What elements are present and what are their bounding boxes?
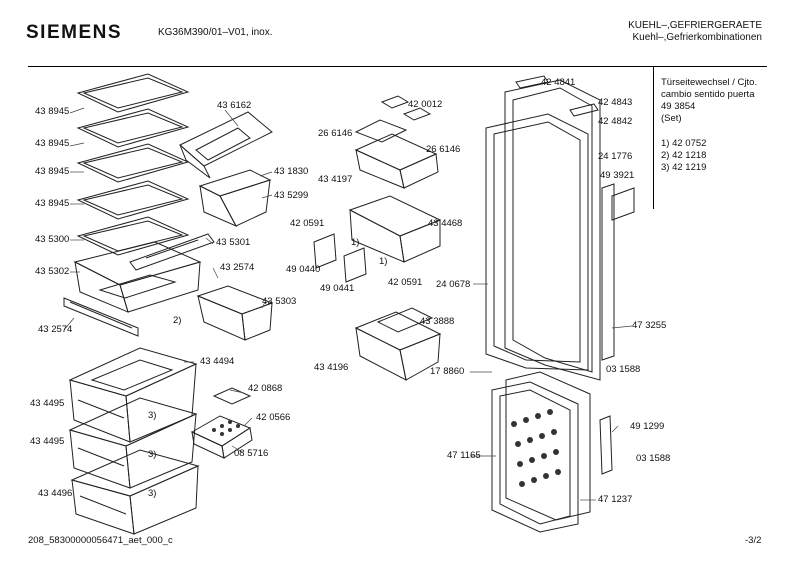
part-label: 43 8945 <box>35 166 70 177</box>
part-label: 43 2574 <box>220 262 255 273</box>
callout: 1) <box>379 256 388 267</box>
part-label: 42 0591 <box>388 277 423 288</box>
freezer-door-gasket <box>491 381 579 533</box>
part-label: 43 6162 <box>217 100 252 111</box>
fridge-door-gasket <box>485 113 589 371</box>
part-label: 08 5716 <box>234 448 269 459</box>
callout: 3) <box>148 449 157 460</box>
part-label: 03 1588 <box>606 364 641 375</box>
part-label: 43 5302 <box>35 266 70 277</box>
part-label: 43 4494 <box>200 356 235 367</box>
note-line-4: (Set) <box>661 113 682 124</box>
part-label: 49 1299 <box>630 421 665 432</box>
note-line-3: 49 3854 <box>661 101 696 112</box>
freezer-drawer-bottom <box>70 449 200 535</box>
note-text: Türseitewechsel / Cjto. cambio sentido p… <box>661 77 757 174</box>
glass-shelf-5 <box>76 216 190 256</box>
part-label: 49 0440 <box>286 264 321 275</box>
ice-tray-lid <box>212 387 252 405</box>
part-label: 43 5300 <box>35 234 70 245</box>
part-label: 49 3921 <box>600 170 635 181</box>
small-drawer <box>196 285 274 341</box>
category-line-2: Kuehl–,Gefrierkombinationen <box>632 32 762 43</box>
part-label: 43 8945 <box>35 198 70 209</box>
part-label: 24 0678 <box>436 279 471 290</box>
callout: 1) <box>351 237 360 248</box>
part-label: 43 3888 <box>420 316 455 327</box>
note-ref-2: 2) 42 1218 <box>661 150 707 161</box>
part-label: 43 8945 <box>35 138 70 149</box>
part-label: 17 8860 <box>430 366 465 377</box>
part-label: 42 0591 <box>290 218 325 229</box>
part-label: 03 1588 <box>636 453 671 464</box>
part-label: 43 4468 <box>428 218 463 229</box>
part-label: 26 6146 <box>426 144 461 155</box>
crisper-rail <box>63 297 139 337</box>
part-label: 42 4843 <box>598 97 633 108</box>
part-label: 43 1830 <box>274 166 309 177</box>
egg-rack-lids <box>380 95 432 121</box>
part-label: 43 4496 <box>38 488 73 499</box>
part-label: 43 8945 <box>35 106 70 117</box>
dairy-tray <box>179 111 273 179</box>
glass-shelf-1 <box>76 73 190 113</box>
glass-shelf-4 <box>76 180 190 220</box>
flap-covers <box>313 233 367 283</box>
document-id: 208_58300000056471_aet_000_c <box>28 535 173 546</box>
glass-shelf-2 <box>76 108 190 148</box>
brand-logo: SIEMENS <box>26 22 123 43</box>
part-label: 42 0012 <box>408 99 443 110</box>
bottle-shelf <box>354 307 442 381</box>
note-ref-1: 1) 42 0752 <box>661 138 707 149</box>
part-label: 43 4495 <box>30 436 65 447</box>
door-shelf-upper <box>354 133 439 189</box>
door-hinge-parts <box>515 75 635 221</box>
part-label: 47 3255 <box>632 320 667 331</box>
part-label: 26 6146 <box>318 128 353 139</box>
crisper-cover <box>129 233 215 271</box>
part-label: 43 4495 <box>30 398 65 409</box>
header-rule <box>28 66 767 67</box>
part-label: 42 0868 <box>248 383 283 394</box>
part-label: 47 1165 <box>447 450 481 461</box>
part-label: 43 2574 <box>38 324 73 335</box>
dairy-box <box>198 169 272 228</box>
note-line-2: cambio sentido puerta <box>661 89 755 100</box>
egg-holder <box>354 119 408 143</box>
freezer-handle <box>599 415 613 475</box>
page-number: -3/2 <box>745 535 762 546</box>
category-line-1: KUEHL–,GEFRIERGERAETE <box>628 20 762 31</box>
part-label: 24 1776 <box>598 151 633 162</box>
part-label: 42 4842 <box>598 116 633 127</box>
note-ref-3: 3) 42 1219 <box>661 162 707 173</box>
note-divider <box>653 66 654 209</box>
freezer-door-outer <box>505 371 591 521</box>
glass-shelf-3 <box>76 143 190 183</box>
freezer-drawer-top <box>68 347 198 443</box>
callout: 3) <box>148 410 157 421</box>
callout: 3) <box>148 488 157 499</box>
callout: 2) <box>173 315 182 326</box>
note-line-1: Türseitewechsel / Cjto. <box>661 77 758 88</box>
part-label: 49 0441 <box>320 283 355 294</box>
part-label: 42 4841 <box>541 77 576 88</box>
part-label: 43 4196 <box>314 362 349 373</box>
part-label: 43 4197 <box>318 174 353 185</box>
part-label: 47 1237 <box>598 494 633 505</box>
crisper-drawer <box>73 241 202 313</box>
freezer-drawer-middle <box>68 397 198 489</box>
fridge-door-outer <box>504 79 601 381</box>
part-label: 43 5299 <box>274 190 309 201</box>
part-label: 43 5301 <box>216 237 251 248</box>
model-number: KG36M390/01–V01, inox. <box>158 27 273 38</box>
detail-marks <box>212 409 561 487</box>
door-handle <box>601 183 615 361</box>
part-label: 42 0566 <box>256 412 291 423</box>
part-label: 43 5303 <box>262 296 297 307</box>
ice-cube-tray <box>190 415 253 459</box>
door-shelf-middle <box>348 195 442 263</box>
